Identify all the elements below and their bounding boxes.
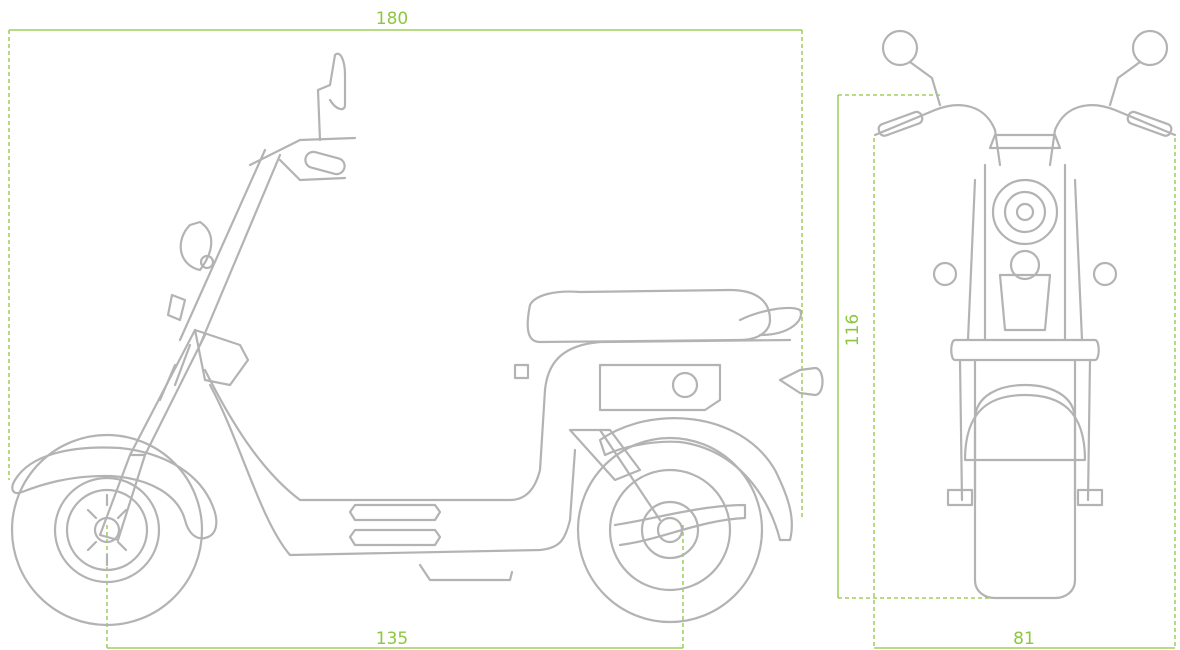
front-fender-front bbox=[963, 393, 1087, 462]
rear-light bbox=[778, 366, 824, 397]
rear-fender bbox=[598, 417, 793, 542]
exhaust-like-arm bbox=[613, 503, 747, 547]
scooter-body bbox=[203, 338, 792, 502]
headlight bbox=[179, 220, 213, 272]
turn-signal-front bbox=[199, 254, 215, 270]
right-grip bbox=[1126, 110, 1173, 137]
front-fork-legs bbox=[958, 358, 1092, 502]
scooter-lower-body bbox=[208, 383, 577, 557]
battery-compartment bbox=[598, 363, 722, 412]
side-mirror bbox=[316, 52, 347, 142]
rear-rack bbox=[738, 306, 803, 337]
kickstand bbox=[418, 563, 514, 582]
handlebar-grip bbox=[304, 150, 346, 176]
right-turn-signal bbox=[1092, 261, 1118, 287]
front-headlight-inner bbox=[1003, 190, 1047, 234]
front-headlight-center bbox=[1015, 202, 1035, 222]
front-reflector bbox=[166, 293, 187, 322]
rear-shock bbox=[568, 428, 662, 522]
mirror-stems bbox=[908, 60, 1142, 107]
wheelbase-label: 135 bbox=[376, 629, 408, 649]
front-frame bbox=[966, 163, 1084, 342]
width-label: 81 bbox=[1013, 629, 1035, 649]
side-view bbox=[10, 52, 824, 627]
height-label: 116 bbox=[843, 314, 863, 346]
front-headlight bbox=[991, 178, 1059, 246]
front-wheel bbox=[10, 433, 204, 627]
handlebar bbox=[248, 136, 357, 182]
left-grip bbox=[877, 110, 924, 137]
front-view bbox=[873, 29, 1177, 600]
left-turn-signal bbox=[932, 261, 958, 287]
right-mirror bbox=[1131, 29, 1169, 67]
front-tire bbox=[973, 383, 1077, 600]
dimension-lines bbox=[8, 29, 1176, 649]
left-mirror bbox=[881, 29, 919, 67]
side-hook bbox=[513, 363, 530, 380]
front-dashboard bbox=[988, 133, 1062, 150]
overall-length-label: 180 bbox=[376, 9, 408, 29]
seat bbox=[526, 288, 772, 344]
front-basket-light bbox=[193, 328, 250, 387]
front-fender bbox=[11, 446, 218, 540]
front-fairing bbox=[950, 338, 1100, 362]
axle-brackets bbox=[946, 488, 1104, 507]
front-handlebar bbox=[873, 104, 1177, 167]
steering-column bbox=[158, 148, 282, 402]
floor-vents bbox=[348, 503, 442, 547]
battery-lock bbox=[671, 371, 699, 399]
front-horn bbox=[1009, 249, 1041, 281]
